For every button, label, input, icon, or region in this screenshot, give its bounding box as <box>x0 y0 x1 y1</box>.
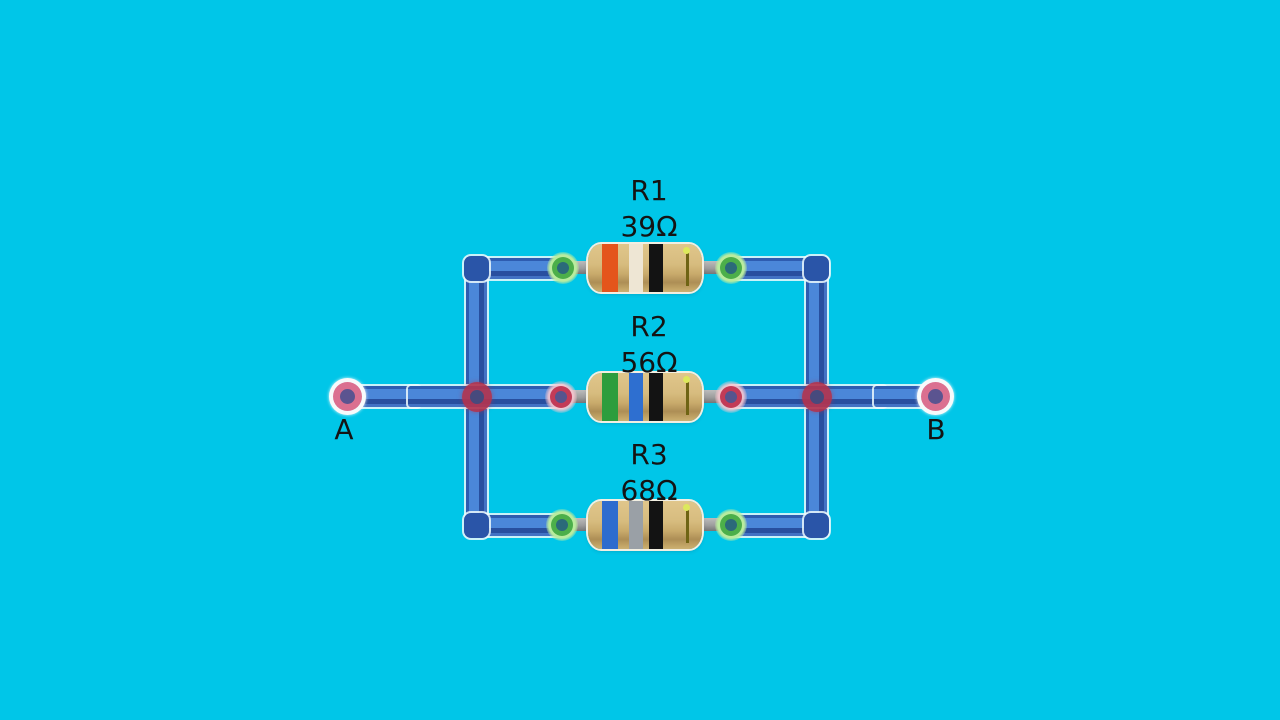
corner-top-left <box>464 256 489 281</box>
r1-band-tolerance <box>686 249 689 286</box>
wire-top-right[interactable] <box>728 258 828 279</box>
resistor-r1-body[interactable] <box>588 244 702 292</box>
wire-bottom-right[interactable] <box>728 515 828 536</box>
resistor-r3-name-label: R3 <box>630 438 668 471</box>
corner-bottom-left <box>464 513 489 538</box>
resistor-r2-body[interactable] <box>588 373 702 421</box>
terminal-a[interactable] <box>329 378 366 415</box>
connector-red-r2-left[interactable] <box>545 381 577 413</box>
resistor-r3-body[interactable] <box>588 501 702 549</box>
resistor-r1-name-label: R1 <box>630 174 668 207</box>
junction-core <box>470 390 484 404</box>
connector-green-r1-right[interactable] <box>715 252 747 284</box>
corner-bottom-right <box>804 513 829 538</box>
corner-top-right <box>804 256 829 281</box>
r3-band-3 <box>649 501 663 549</box>
r3-band-2 <box>629 501 643 549</box>
terminal-b-label: B <box>926 413 946 446</box>
junction-left[interactable] <box>462 382 492 412</box>
r2-band-1 <box>602 373 618 421</box>
r2-band-tolerance <box>686 378 689 415</box>
r2-band-3 <box>649 373 663 421</box>
connector-core <box>725 519 737 531</box>
connector-core <box>555 391 567 403</box>
resistor-r1-value-label: 39Ω <box>620 210 678 243</box>
terminal-core <box>340 389 355 404</box>
wire-top-left[interactable] <box>466 258 566 279</box>
connector-red-r2-right[interactable] <box>715 381 747 413</box>
connector-core <box>725 391 737 403</box>
terminal-b[interactable] <box>917 378 954 415</box>
terminal-core <box>928 389 943 404</box>
connector-green-r3-left[interactable] <box>546 509 578 541</box>
connector-green-r3-right[interactable] <box>715 509 747 541</box>
r3-gold-glint <box>683 504 690 511</box>
connector-green-r1-left[interactable] <box>547 252 579 284</box>
resistor-r2-name-label: R2 <box>630 310 668 343</box>
r1-band-2 <box>629 244 643 292</box>
connector-core <box>556 519 568 531</box>
r1-band-1 <box>602 244 618 292</box>
r3-band-tolerance <box>686 506 689 543</box>
connector-core <box>725 262 737 274</box>
junction-right[interactable] <box>802 382 832 412</box>
terminal-a-label: A <box>334 413 354 446</box>
resistor-r3-value-label: 68Ω <box>620 474 678 507</box>
r1-band-3 <box>649 244 663 292</box>
junction-core <box>810 390 824 404</box>
r3-band-1 <box>602 501 618 549</box>
connector-core <box>557 262 569 274</box>
r2-band-2 <box>629 373 643 421</box>
resistor-r2-value-label: 56Ω <box>620 346 678 379</box>
wire-bottom-left[interactable] <box>466 515 566 536</box>
r2-gold-glint <box>683 376 690 383</box>
r1-gold-glint <box>683 247 690 254</box>
